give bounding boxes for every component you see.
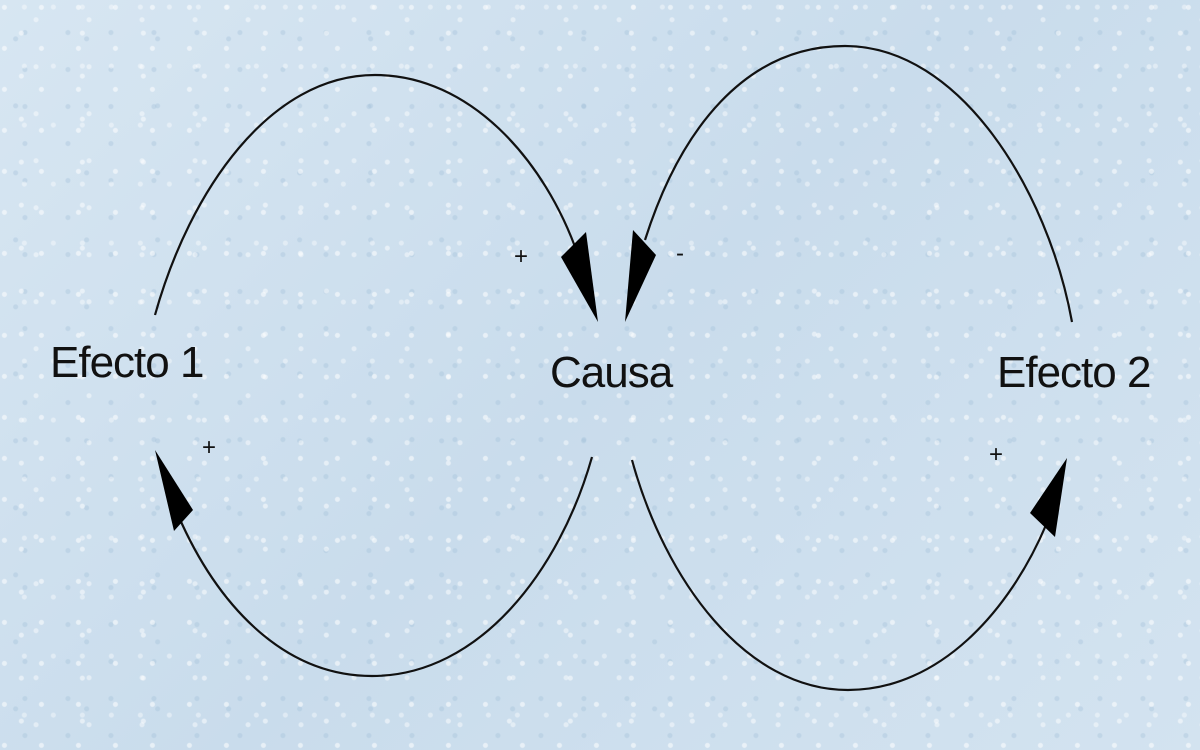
link-causa-to-efecto1 xyxy=(176,456,594,678)
link-efecto2-to-causa xyxy=(643,44,1074,323)
arrowhead-efecto2-to-causa xyxy=(625,230,656,322)
node-efecto-1: Efecto 1 xyxy=(50,338,204,387)
node-efecto-2: Efecto 2 xyxy=(997,348,1151,397)
polarity-causa-to-efecto1: + xyxy=(202,434,217,461)
polarity-causa-to-efecto2: + xyxy=(989,441,1004,468)
link-causa-to-efecto2 xyxy=(630,459,1048,692)
polarity-efecto2-to-causa: - xyxy=(676,240,684,267)
arrowhead-causa-to-efecto2 xyxy=(1030,458,1067,537)
polarity-efecto1-to-causa: + xyxy=(514,243,529,270)
node-causa: Causa xyxy=(550,348,673,397)
arrowhead-efecto1-to-causa xyxy=(561,232,598,322)
link-efecto1-to-causa xyxy=(153,73,580,316)
arrowhead-causa-to-efecto1 xyxy=(155,450,193,531)
